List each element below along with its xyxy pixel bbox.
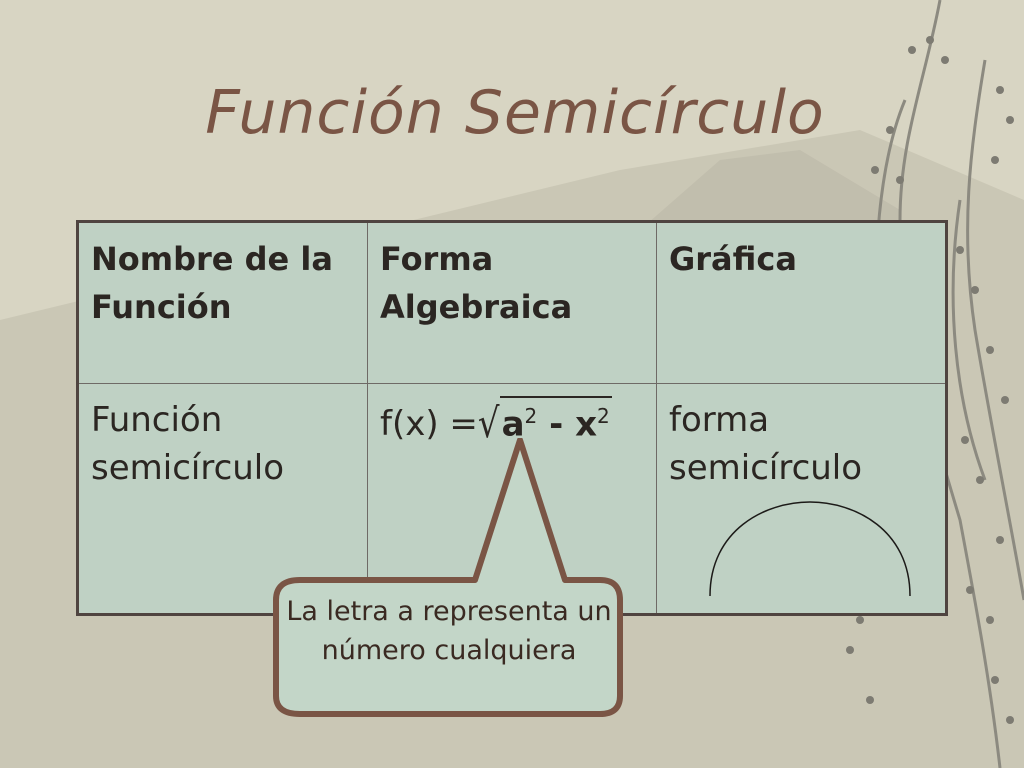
radicand-operator: - <box>537 404 576 445</box>
cell-function-name: Función semicírculo <box>77 383 368 615</box>
cell-graph: forma semicírculo <box>656 383 947 615</box>
callout-text: La letra a representa un número cualquie… <box>286 596 612 666</box>
header-forma: Forma Algebraica <box>367 221 657 384</box>
slide-title: Función Semicírculo <box>205 78 825 148</box>
header-grafica: Gráfica <box>656 221 947 384</box>
table-row: Función semicírculo f(x) =√a2 - x2 forma… <box>77 383 947 615</box>
square-root: √a2 - x2 <box>478 396 612 448</box>
callout-bubble <box>273 438 623 717</box>
radical-sign-icon: √ <box>477 400 500 449</box>
header-nombre: Nombre de la Función <box>77 221 368 384</box>
formula-prefix: f(x) = <box>380 404 478 445</box>
semicircle-graph-icon <box>709 501 911 597</box>
radicand-a: a <box>501 404 525 445</box>
exponent-x: 2 <box>597 404 610 428</box>
radicand-x: x <box>575 404 598 445</box>
exponent-a: 2 <box>524 404 538 428</box>
table-header-row: Nombre de la Función Forma Algebraica Gr… <box>77 221 947 384</box>
